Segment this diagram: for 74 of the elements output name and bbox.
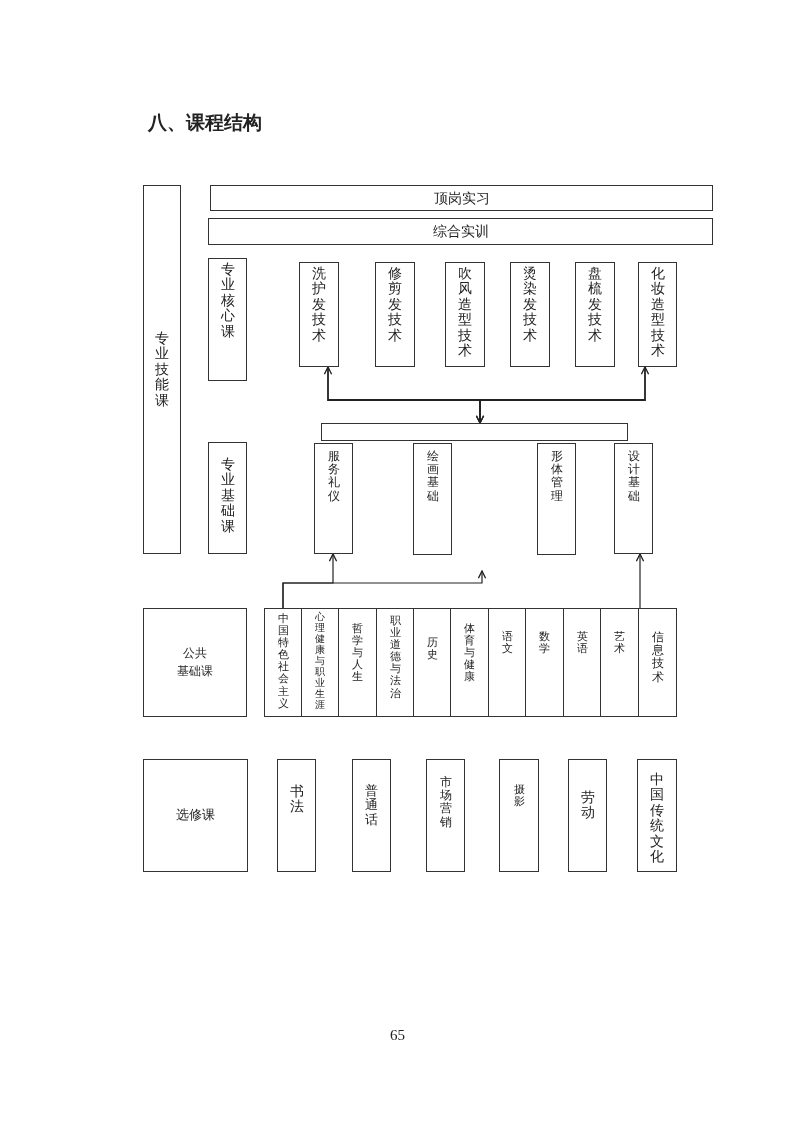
course-label: 选修课 bbox=[176, 806, 215, 825]
course-label: 洗护发技术 bbox=[312, 266, 326, 343]
course-box bbox=[525, 608, 564, 717]
course-box bbox=[638, 608, 677, 717]
course-box bbox=[450, 608, 489, 717]
course-label: 服务礼仪 bbox=[327, 450, 340, 503]
course-box bbox=[600, 608, 639, 717]
course-label: 设计基础 bbox=[627, 450, 640, 503]
course-label: 吹风造型技术 bbox=[458, 266, 472, 359]
course-label: 哲学与人生 bbox=[352, 623, 363, 684]
course-box bbox=[143, 759, 248, 872]
course-label: 中国特色社会主义 bbox=[277, 613, 289, 710]
course-box bbox=[376, 608, 414, 717]
course-label: 普通话 bbox=[365, 784, 378, 827]
course-label: 形体管理 bbox=[550, 450, 563, 503]
page-number: 65 bbox=[390, 1027, 405, 1044]
course-box bbox=[575, 262, 615, 367]
course-label: 劳动 bbox=[580, 790, 595, 821]
course-box bbox=[488, 608, 526, 717]
course-box bbox=[637, 759, 677, 872]
course-box bbox=[445, 262, 485, 367]
course-box bbox=[264, 608, 302, 717]
course-label: 摄影 bbox=[513, 784, 525, 809]
course-label: 中国传统文化 bbox=[650, 772, 664, 865]
arrow bbox=[475, 366, 650, 424]
course-box bbox=[614, 443, 653, 554]
course-label: 心理健康与职业生涯 bbox=[315, 611, 325, 710]
course-label: 职业道德与法治 bbox=[389, 615, 401, 700]
course-box bbox=[568, 759, 607, 872]
course-label: 综合实训 bbox=[432, 222, 489, 242]
course-label: 专业基础课 bbox=[220, 457, 235, 534]
course-box bbox=[413, 443, 452, 555]
course-box bbox=[301, 608, 339, 717]
course-box bbox=[208, 218, 713, 245]
course-box bbox=[314, 443, 353, 554]
course-box bbox=[277, 759, 316, 872]
arrow bbox=[635, 553, 645, 609]
course-box bbox=[413, 608, 451, 717]
arrow bbox=[282, 570, 487, 609]
course-box bbox=[143, 608, 247, 717]
course-box bbox=[352, 759, 391, 872]
course-box bbox=[210, 185, 713, 211]
course-box bbox=[563, 608, 601, 717]
course-label: 语文 bbox=[501, 631, 513, 656]
course-box bbox=[499, 759, 539, 872]
course-label: 公共基础课 bbox=[177, 645, 213, 680]
course-label: 艺术 bbox=[614, 631, 625, 656]
course-box bbox=[638, 262, 677, 367]
course-label: 历史 bbox=[426, 637, 438, 662]
course-label: 顶岗实习 bbox=[433, 188, 490, 208]
course-label: 盘梳发技术 bbox=[588, 266, 602, 343]
course-box bbox=[375, 262, 415, 367]
course-label: 绘画基础 bbox=[426, 450, 439, 503]
course-label: 体育与健康 bbox=[464, 623, 475, 684]
course-label: 数学 bbox=[539, 631, 550, 656]
course-label: 烫染发技术 bbox=[523, 266, 537, 343]
empty-bar bbox=[321, 423, 628, 441]
course-label: 专业核心课 bbox=[220, 262, 235, 339]
course-box bbox=[299, 262, 339, 367]
course-box bbox=[143, 185, 181, 554]
course-box bbox=[426, 759, 465, 872]
course-label: 修剪发技术 bbox=[388, 266, 402, 343]
course-box bbox=[537, 443, 576, 555]
course-box bbox=[510, 262, 550, 367]
course-label: 英语 bbox=[576, 631, 588, 656]
course-label: 专业技能课 bbox=[155, 331, 169, 408]
course-label: 书法 bbox=[289, 784, 304, 815]
course-label: 信息技术 bbox=[651, 631, 664, 684]
title: 八、课程结构 bbox=[148, 110, 262, 135]
course-label: 化妆造型技术 bbox=[650, 266, 665, 359]
course-box bbox=[208, 442, 247, 554]
course-box bbox=[208, 258, 247, 381]
course-box bbox=[338, 608, 377, 717]
course-label: 市场营销 bbox=[439, 776, 452, 829]
